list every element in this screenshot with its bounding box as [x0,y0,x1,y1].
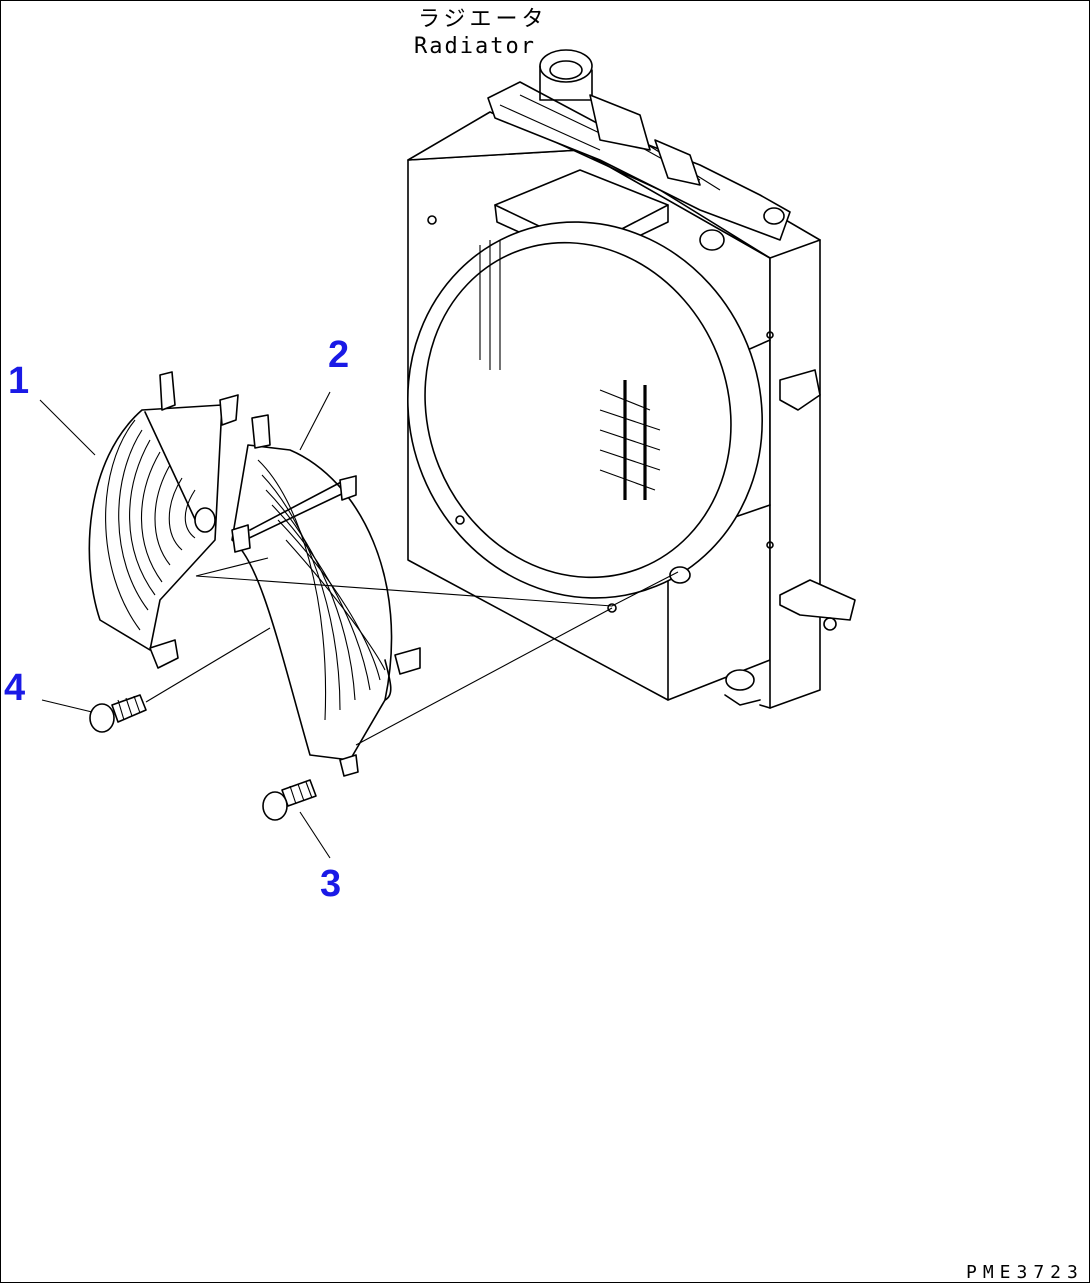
radiator [407,49,856,709]
drawing-code: PME3723 [966,1262,1084,1283]
fan-shroud-right [231,414,421,777]
leader-lines [39,391,331,859]
bolt-left [89,694,147,733]
bolt-lower [262,779,317,821]
fan-shroud-left [88,371,239,669]
callout-4: 4 [4,667,25,709]
title-english: Radiator [414,34,536,59]
title-japanese: ラジエータ [418,7,548,32]
callout-1: 1 [8,360,29,402]
callout-3: 3 [320,863,341,905]
assembly-lines [145,557,679,746]
callout-2: 2 [328,334,349,376]
